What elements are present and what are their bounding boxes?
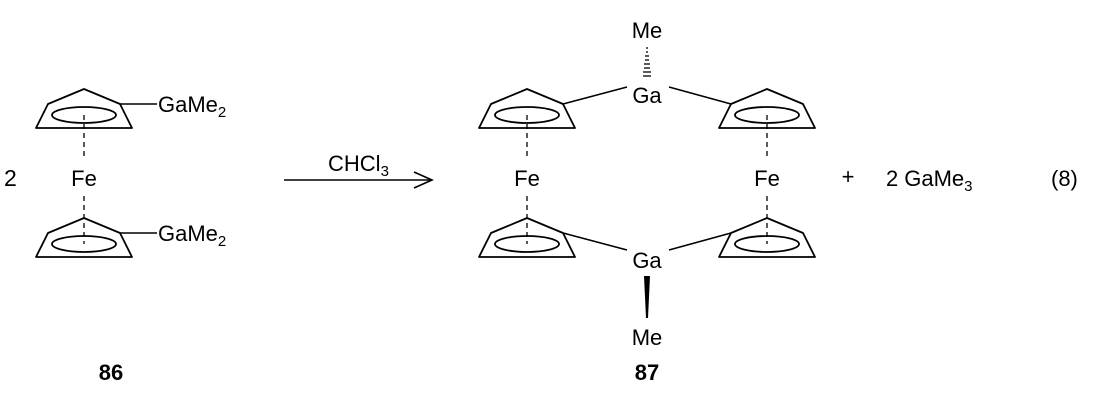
reactant-ferrocene: 2 Fe GaMe2 GaMe2 86 — [4, 88, 226, 385]
product-top-left-ga-bond — [562, 86, 628, 105]
arrow-reagent-sub: 3 — [381, 163, 389, 180]
reactant-bottom-substituent: GaMe2 — [158, 221, 226, 250]
product-bottom-wedge-bond — [644, 276, 650, 318]
product-top-ga-label: Ga — [632, 83, 662, 108]
arrow-reagent-main: CHCl — [328, 151, 381, 176]
equation-number: (8) — [1051, 166, 1078, 191]
product-right-fe-label: Fe — [754, 166, 780, 191]
product-top-hashed-bond — [643, 47, 651, 77]
byproduct-sub: 3 — [964, 178, 972, 195]
reaction-arrow: CHCl3 — [284, 151, 434, 189]
product-bottom-me-label: Me — [632, 325, 663, 350]
byproduct-main: GaMe — [904, 166, 964, 191]
product-top-me-label: Me — [632, 18, 663, 43]
reactant-bottom-substituent-sub: 2 — [218, 233, 226, 250]
reactant-fe-label: Fe — [71, 166, 97, 191]
reactant-top-substituent-sub: 2 — [218, 104, 226, 121]
reactant-bottom-substituent-main: GaMe — [158, 221, 218, 246]
reactant-top-cp-ring — [35, 88, 133, 129]
arrow-reagent: CHCl3 — [328, 151, 389, 180]
compound-number-86: 86 — [99, 360, 123, 385]
product-bottom-ga-label: Ga — [632, 248, 662, 273]
compound-number-87: 87 — [635, 360, 659, 385]
reactant-top-substituent: GaMe2 — [158, 92, 226, 121]
plus-sign: + — [842, 164, 855, 189]
product-macrocycle: Fe Fe Ga Me Ga Me 87 — [478, 18, 816, 385]
byproduct-coefficient: 2 — [886, 166, 898, 191]
product-top-right-cp-ring — [718, 88, 816, 129]
reactant-coefficient: 2 — [4, 165, 17, 191]
product-top-right-ga-bond — [668, 86, 732, 105]
product-bottom-right-ga-bond — [668, 232, 732, 251]
arrow-head — [413, 171, 434, 189]
product-top-left-cp-ring — [478, 88, 576, 129]
reactant-top-substituent-main: GaMe — [158, 92, 218, 117]
product-left-fe-label: Fe — [514, 166, 540, 191]
product-bottom-left-ga-bond — [562, 232, 628, 251]
